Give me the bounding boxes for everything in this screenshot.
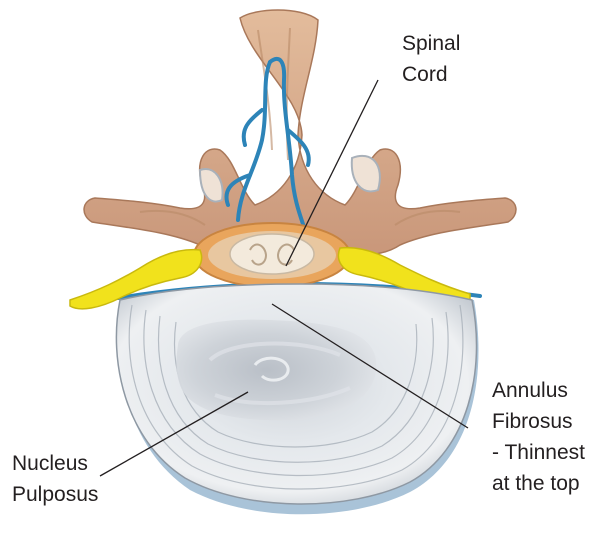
label-spinal-cord: Spinal Cord bbox=[402, 28, 460, 90]
label-annulus-line-2: Fibrosus bbox=[492, 406, 585, 437]
label-annulus-fibrosus: Annulus Fibrosus - Thinnest at the top bbox=[492, 375, 585, 499]
spinal-cord bbox=[194, 223, 350, 287]
label-annulus-line-4: at the top bbox=[492, 468, 585, 499]
label-spinal-cord-line-2: Cord bbox=[402, 59, 460, 90]
nucleus-pulposus bbox=[176, 320, 376, 421]
label-spinal-cord-line-1: Spinal bbox=[402, 28, 460, 59]
label-nucleus-line-2: Pulposus bbox=[12, 479, 98, 510]
label-nucleus-pulposus: Nucleus Pulposus bbox=[12, 448, 98, 510]
label-nucleus-line-1: Nucleus bbox=[12, 448, 98, 479]
label-annulus-line-1: Annulus bbox=[492, 375, 585, 406]
label-annulus-line-3: - Thinnest bbox=[492, 437, 585, 468]
